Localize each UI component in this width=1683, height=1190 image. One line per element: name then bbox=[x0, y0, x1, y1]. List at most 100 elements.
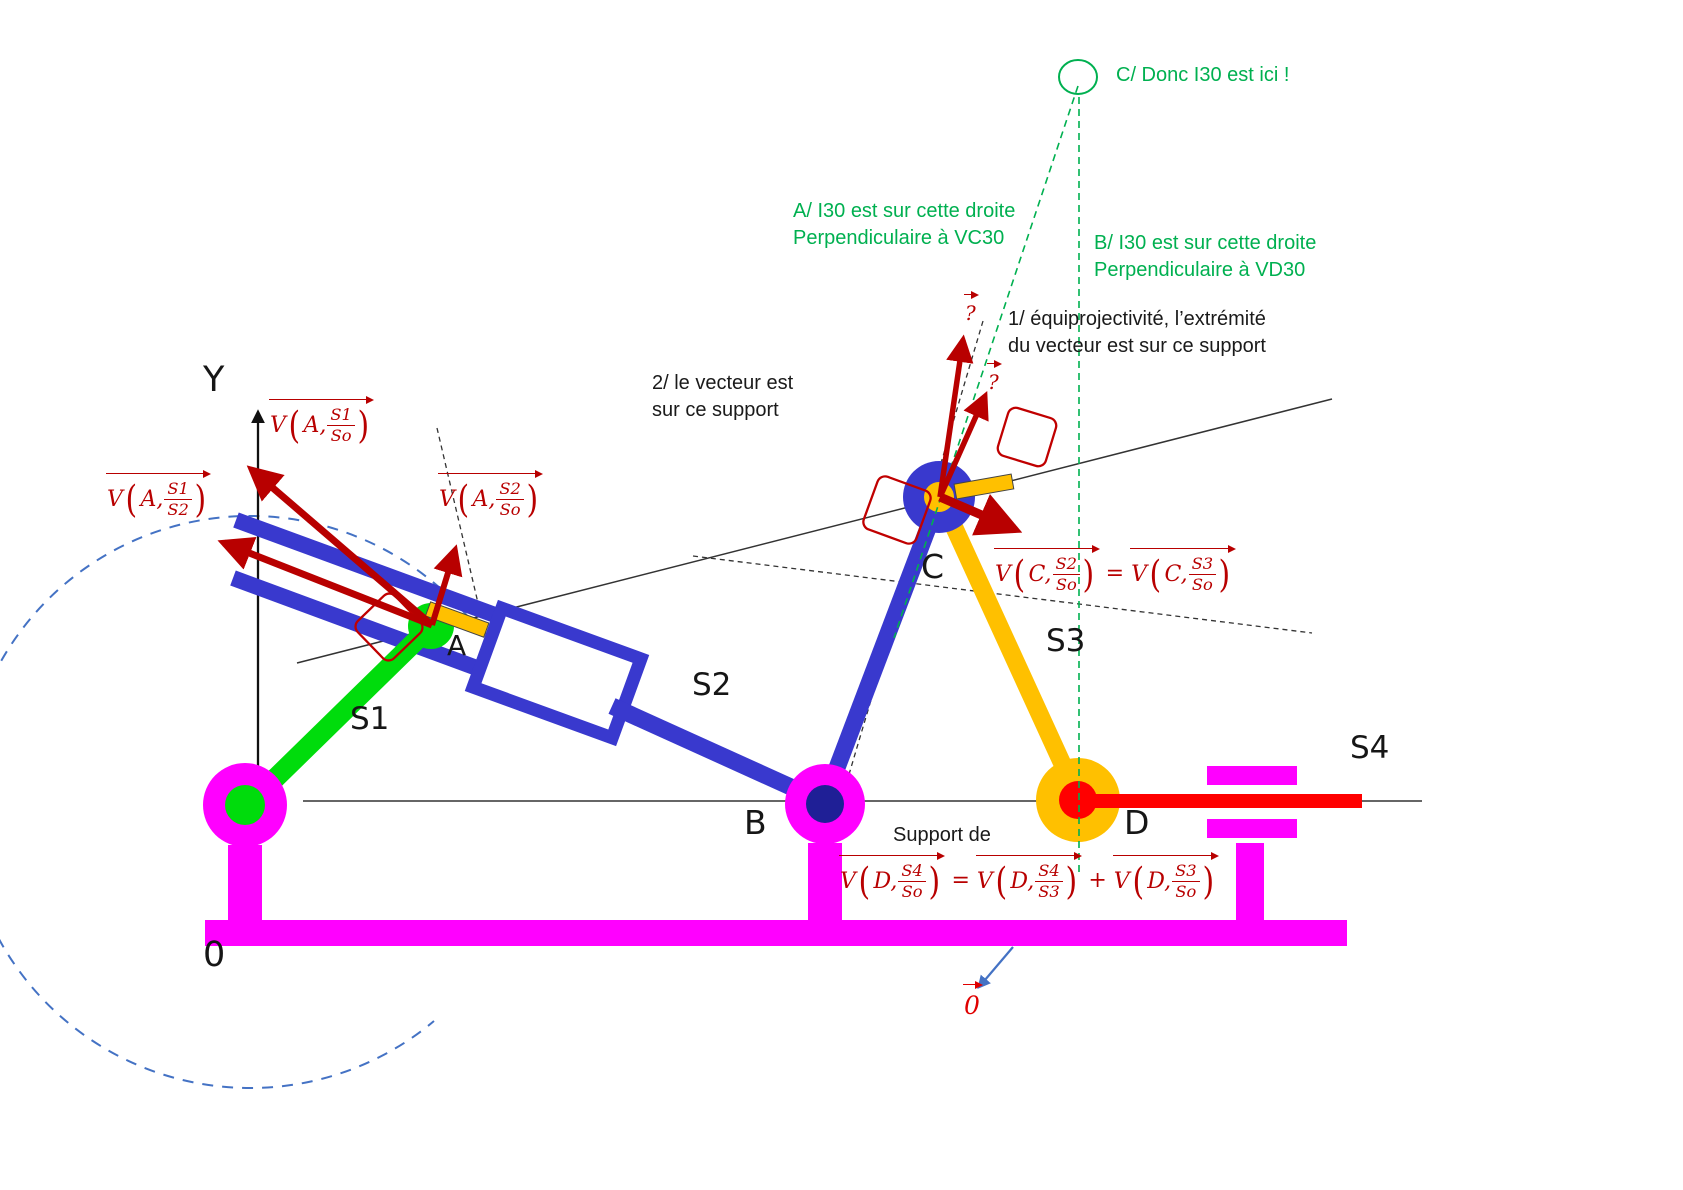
label-link-s1: S1 bbox=[350, 701, 390, 737]
vector-symbol: V bbox=[840, 869, 856, 895]
annotation-line: 1/ équiprojectivité, l’extrémité bbox=[1008, 308, 1266, 330]
vector-symbol: V bbox=[270, 413, 286, 439]
label-joint-d: D bbox=[1124, 803, 1150, 842]
equals-sign: = bbox=[951, 868, 970, 894]
joint-B-inner bbox=[806, 785, 844, 823]
fraction-denominator: So bbox=[330, 426, 352, 446]
paren-open: ( bbox=[1013, 552, 1026, 597]
fraction-numerator: S1 bbox=[164, 479, 192, 501]
fraction-denominator: S2 bbox=[167, 500, 189, 520]
paren-open: ( bbox=[995, 859, 1007, 904]
label-joint-b: B bbox=[744, 803, 767, 842]
fraction-numerator: S3 bbox=[1172, 861, 1200, 883]
fraction-numerator: S2 bbox=[496, 479, 524, 501]
right-angle-mark-C-left bbox=[862, 475, 932, 545]
paren-close: ) bbox=[1065, 859, 1077, 904]
vector-overline: ? bbox=[986, 360, 1003, 394]
link-S4-rod bbox=[1080, 794, 1362, 808]
vector-symbol: V bbox=[995, 562, 1011, 588]
paren-close: ) bbox=[1082, 552, 1095, 597]
paren-close: ) bbox=[1202, 859, 1214, 904]
paren-close: ) bbox=[194, 477, 207, 522]
link-S3 bbox=[935, 496, 1087, 807]
paren-close: ) bbox=[526, 477, 539, 522]
annotation-line: du vecteur est sur ce support bbox=[1008, 335, 1266, 357]
vector-VA-S1-So bbox=[246, 465, 435, 628]
label-joint-c: C bbox=[921, 547, 945, 586]
support-line-at-C-dashed bbox=[692, 555, 1313, 634]
annotation-i30-here: C/ Donc I30 est ici ! bbox=[1116, 62, 1289, 89]
label-link-s3: S3 bbox=[1046, 623, 1086, 659]
vector-symbol: V bbox=[976, 869, 993, 895]
annotation-equiprojectivity: 1/ équiprojectivité, l’extrémité du vect… bbox=[1008, 306, 1266, 360]
paren-close: ) bbox=[1218, 552, 1231, 597]
label-joint-a: A bbox=[447, 629, 467, 662]
vector-point: D, bbox=[1147, 869, 1172, 895]
link-S2-rod-B-to-C bbox=[816, 495, 947, 806]
vector-VC-unknown-long bbox=[937, 334, 974, 498]
slider-top-bar bbox=[1207, 766, 1297, 785]
question-mark: ? bbox=[988, 370, 999, 394]
unknown-vector-mark-1: ? bbox=[963, 291, 980, 325]
vector-symbol: V bbox=[439, 487, 455, 513]
i30-line-through-C-dashed bbox=[893, 85, 1079, 639]
label-origin: 0 bbox=[203, 935, 226, 975]
vector-VC-S2-So bbox=[938, 492, 1023, 536]
paren-open: ( bbox=[858, 859, 871, 904]
label-y-axis: Y bbox=[203, 360, 225, 400]
link-S2-rod-to-B bbox=[608, 698, 828, 810]
question-mark: ? bbox=[965, 301, 976, 325]
vector-overline: ? bbox=[963, 291, 980, 325]
annotation-line: C/ Donc I30 est ici ! bbox=[1116, 64, 1290, 86]
label-link-s4: S4 bbox=[1350, 730, 1390, 766]
annotation-line: B/ I30 est sur cette droite bbox=[1094, 232, 1317, 254]
slider-bottom-bar bbox=[1207, 819, 1297, 838]
paren-open: ( bbox=[288, 403, 301, 448]
link-S2-cylinder bbox=[464, 599, 650, 747]
annotation-line: 2/ le vecteur est bbox=[652, 372, 794, 394]
fraction-numerator: S4 bbox=[1035, 861, 1063, 883]
vector-point: C, bbox=[1164, 562, 1188, 588]
vector-overline: 0 bbox=[962, 981, 984, 1020]
fraction-numerator: S2 bbox=[1052, 554, 1081, 576]
joint-D-inner bbox=[1059, 781, 1097, 819]
annotation-line: Perpendiculaire à VC30 bbox=[793, 227, 1005, 249]
joint-A-slider-pad bbox=[424, 601, 490, 638]
paren-close: ) bbox=[357, 403, 370, 448]
fraction-denominator: S3 bbox=[1038, 882, 1060, 902]
annotation-line: Perpendiculaire à VD30 bbox=[1094, 259, 1306, 281]
vector-symbol: V bbox=[1113, 869, 1130, 895]
post-O bbox=[228, 845, 262, 925]
i30-point-circle bbox=[1058, 59, 1098, 95]
zero-vector-label: 0 bbox=[962, 981, 984, 1020]
right-angle-mark-C-right bbox=[996, 406, 1058, 468]
zero-vector-pointer-arrow bbox=[977, 946, 1014, 990]
annotation-support-de: Support de bbox=[893, 824, 991, 846]
ground-bar bbox=[205, 920, 1347, 946]
fraction-denominator: So bbox=[1175, 882, 1197, 902]
annotation-line: sur ce support bbox=[652, 399, 779, 421]
fraction-denominator: So bbox=[1055, 575, 1077, 595]
joint-C-slider-pad bbox=[953, 473, 1015, 500]
link-S1 bbox=[237, 616, 441, 816]
paren-open: ( bbox=[1149, 552, 1162, 597]
